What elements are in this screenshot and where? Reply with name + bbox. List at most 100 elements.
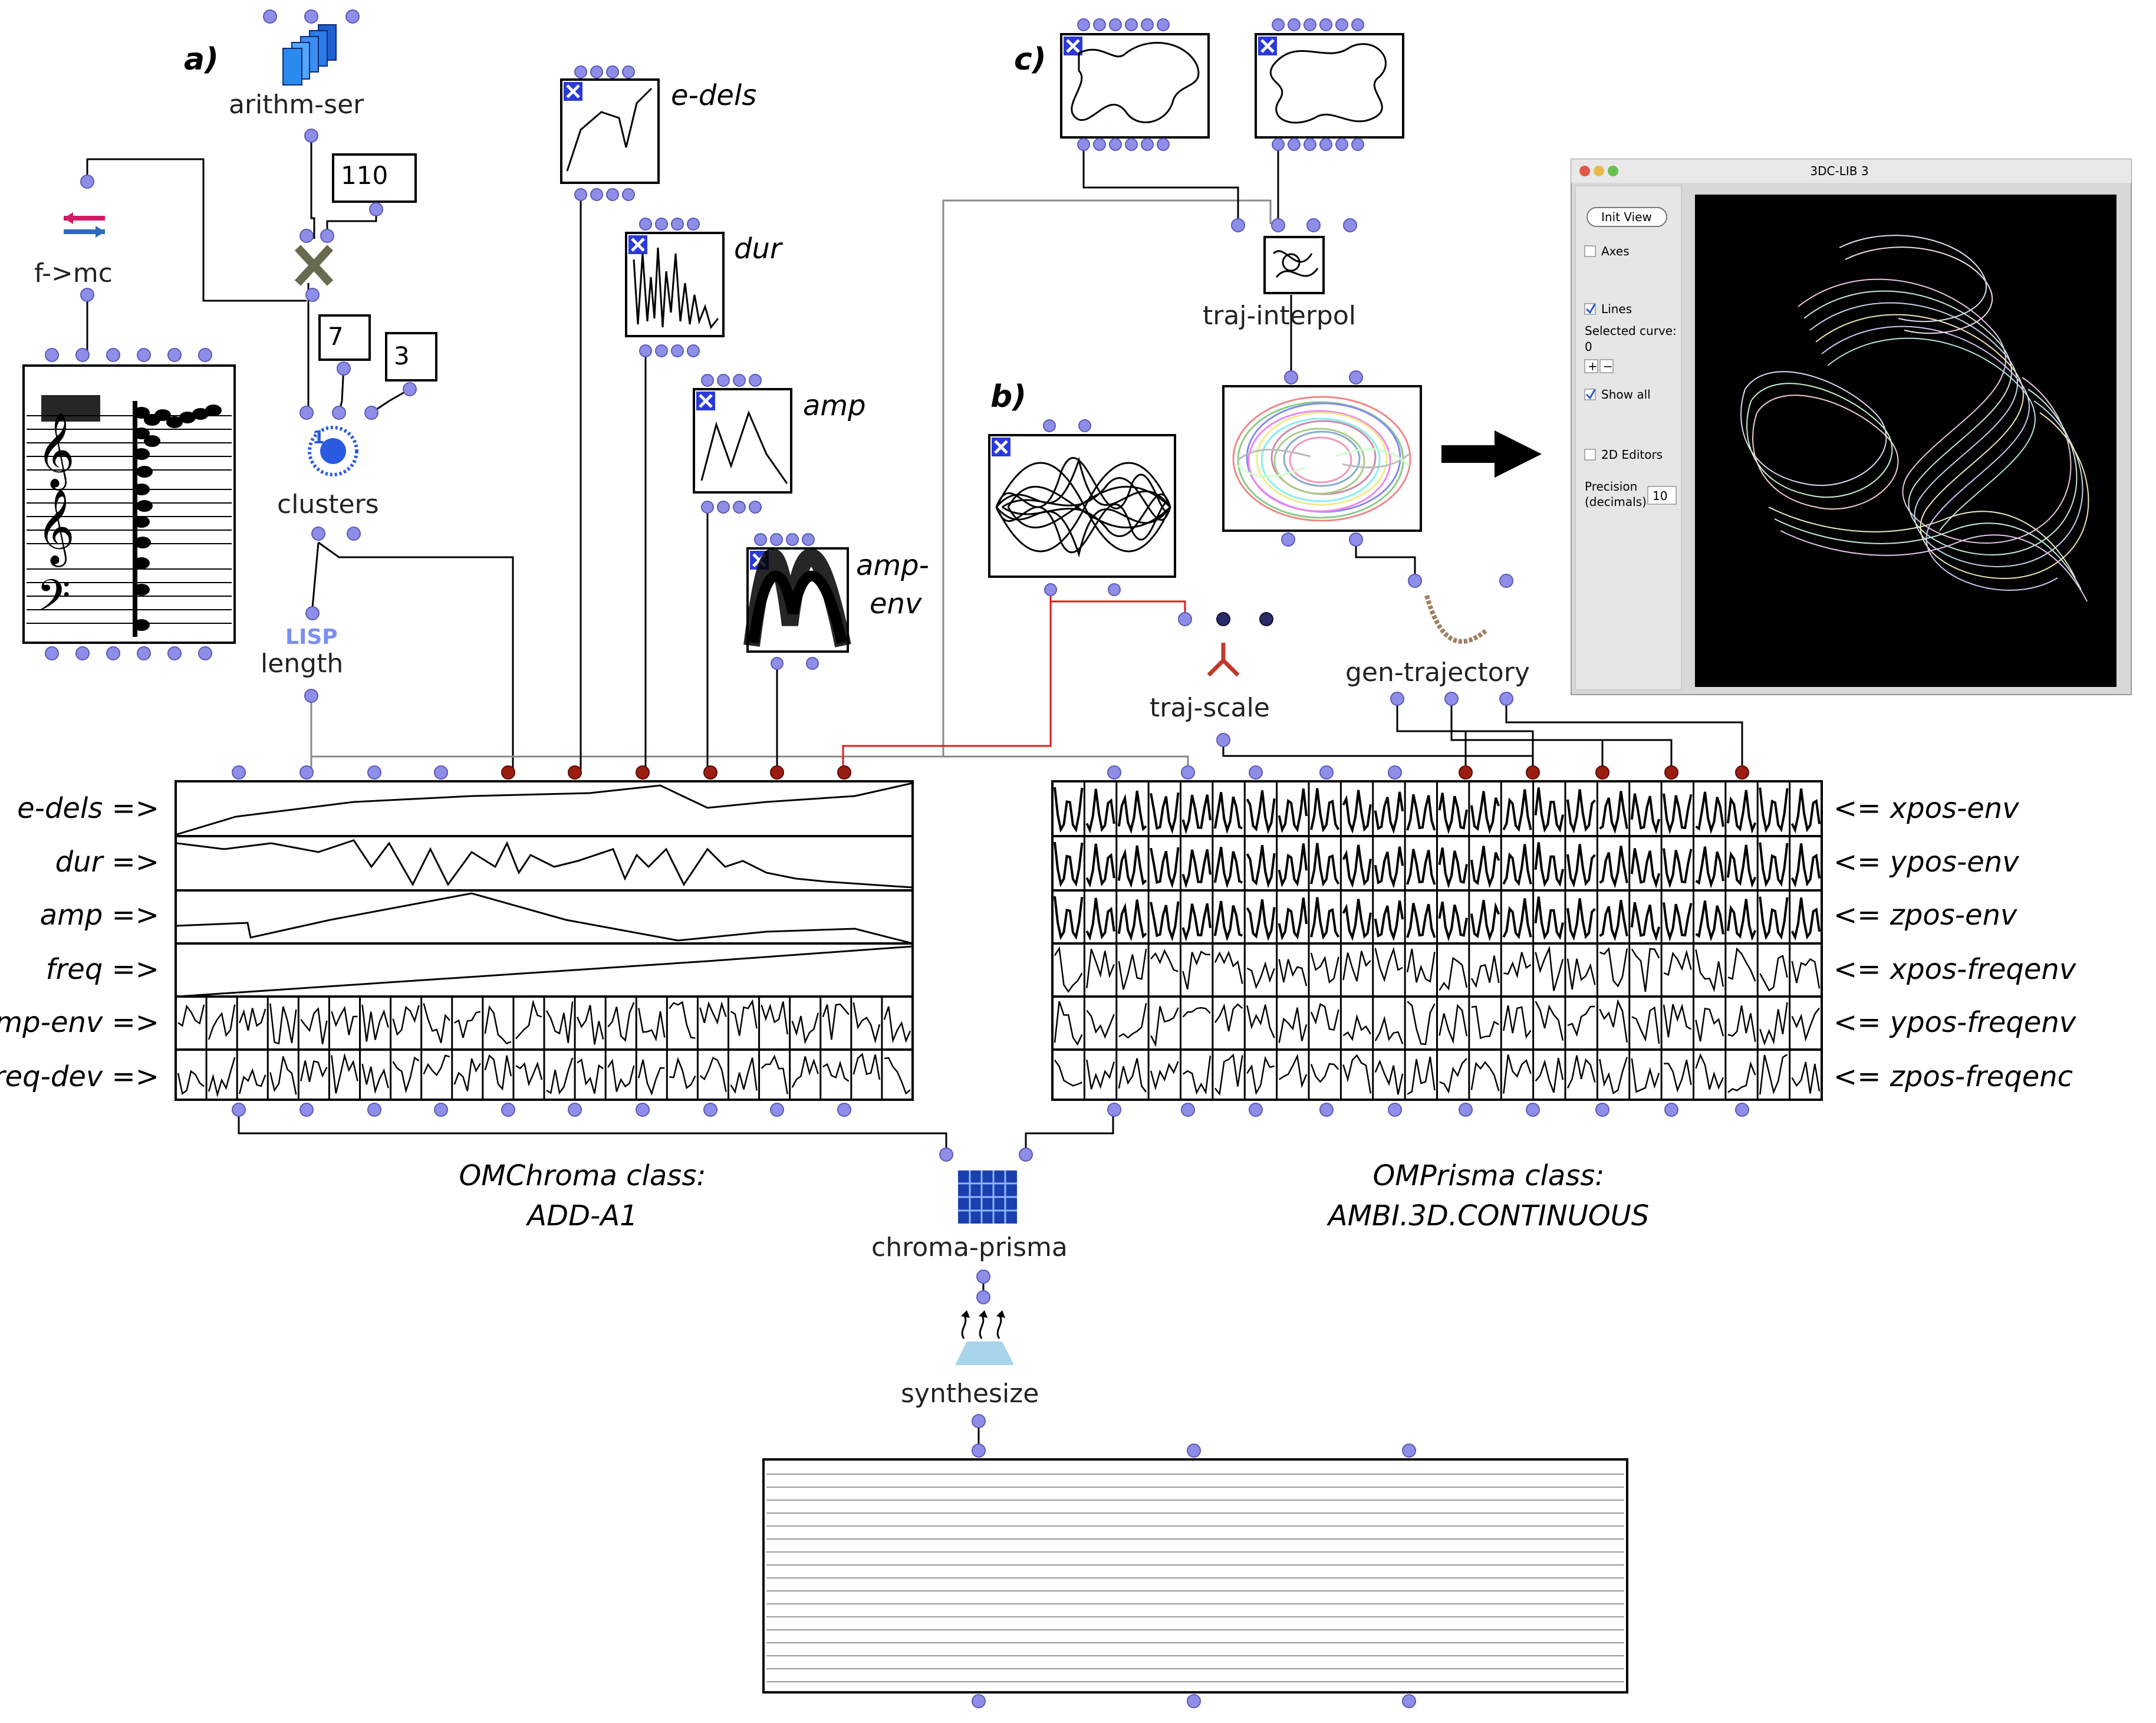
- row-label-xpos-env: <= xpos-env: [1834, 792, 2019, 825]
- amp-env-bpf[interactable]: amp- env: [743, 533, 929, 670]
- omchroma-class-label: OMChroma class:: [459, 1159, 706, 1192]
- row-label-dur: dur =>: [55, 846, 159, 879]
- close-icon[interactable]: [564, 82, 582, 101]
- minus-label: −: [1603, 359, 1613, 373]
- precision-label-1: Precision: [1585, 479, 1637, 494]
- chroma-prisma-box[interactable]: chroma-prisma: [871, 1147, 1068, 1284]
- precision-input[interactable]: 10: [1647, 486, 1677, 505]
- close-icon[interactable]: [628, 235, 647, 254]
- axes-checkbox[interactable]: Axes: [1584, 244, 1630, 258]
- row-label-freq-dev: freq-dev =>: [0, 1060, 159, 1093]
- traj-interpol-box[interactable]: traj-interpol: [1203, 218, 1363, 384]
- wire-chroma-to-cp: [238, 1109, 947, 1153]
- e-dels-bpf[interactable]: e-dels: [560, 65, 756, 201]
- close-icon[interactable]: [1258, 37, 1277, 55]
- close-icon[interactable]: [992, 438, 1010, 456]
- arithm-ser-box[interactable]: arithm-ser: [229, 9, 364, 143]
- wire-length-to-prisma: [311, 755, 1189, 770]
- wire-prisma-to-cp: [1025, 1109, 1114, 1153]
- trajectory-icon: [1424, 594, 1487, 644]
- 3dc-lib-window[interactable]: 3DC-LIB 3 Init View Axes Lines Selected …: [1571, 159, 2132, 695]
- row-label-xpos-freqenv: <= xpos-freqenv: [1834, 953, 2076, 986]
- left-row-labels: e-dels => dur => amp => freq => amp-env …: [0, 792, 159, 1093]
- zoom-window-icon[interactable]: [1608, 166, 1618, 176]
- 3d-view[interactable]: [1695, 195, 2116, 687]
- wire-c1-to-interp: [1082, 144, 1239, 224]
- row-label-zpos-freqenc: <= zpos-freqenc: [1834, 1060, 2073, 1093]
- show-all-label: Show all: [1601, 387, 1651, 402]
- synthesize-label: synthesize: [901, 1379, 1039, 1409]
- wire-3-to-clusters: [371, 388, 410, 414]
- omprisma-class-label: OMPrisma class:: [1373, 1159, 1605, 1192]
- c-bpc-editor-2[interactable]: [1255, 18, 1404, 151]
- axes-label: Axes: [1601, 244, 1630, 258]
- lines-label: Lines: [1601, 302, 1632, 316]
- show-all-checkbox[interactable]: Show all: [1584, 387, 1651, 402]
- row-label-e-dels: e-dels =>: [17, 792, 159, 825]
- omchroma-add-a1-editor[interactable]: [175, 765, 914, 1117]
- selected-curve-value: 0: [1585, 340, 1592, 354]
- f-mc-box[interactable]: f->mc: [34, 175, 113, 302]
- clusters-box[interactable]: 1 clusters: [277, 406, 379, 541]
- 3dc-lib-editor[interactable]: [1222, 385, 1422, 547]
- c-bpc-editor-1[interactable]: [1060, 18, 1210, 151]
- label-c: c): [1014, 42, 1046, 77]
- wire-editor-to-gen: [1355, 540, 1416, 581]
- amp-bpf[interactable]: amp: [693, 374, 866, 514]
- selected-curve-label: Selected curve:: [1585, 324, 1677, 338]
- 2d-editors-checkbox[interactable]: 2D Editors: [1584, 448, 1663, 462]
- omprisma-ambi3d-editor[interactable]: [1051, 765, 1823, 1117]
- close-icon[interactable]: [696, 392, 715, 410]
- chord-seq-editor[interactable]: 𝄞 𝄞 𝄢: [22, 348, 236, 660]
- close-window-icon[interactable]: [1579, 166, 1590, 176]
- close-icon[interactable]: [1064, 37, 1082, 55]
- treble-clef-icon: 𝄞 𝄞 𝄢: [37, 412, 75, 632]
- wire-clusters-to-editor: [318, 541, 514, 770]
- omchroma-class-name: ADD-A1: [525, 1199, 637, 1232]
- row-label-ypos-freqenv: <= ypos-freqenv: [1834, 1006, 2076, 1039]
- number-7: 7: [328, 322, 344, 351]
- traj-interpol-label: traj-interpol: [1203, 301, 1356, 331]
- number-box-3[interactable]: 3: [385, 332, 437, 396]
- wire-b-to-trajscale: [1051, 600, 1186, 619]
- f-mc-label: f->mc: [34, 258, 113, 288]
- init-view-label: Init View: [1601, 210, 1652, 224]
- number-3: 3: [394, 341, 410, 370]
- minus-button[interactable]: −: [1599, 359, 1614, 373]
- traj-scale-box[interactable]: traj-scale: [1150, 612, 1273, 747]
- init-view-button[interactable]: Init View: [1586, 207, 1667, 227]
- lines-checkbox[interactable]: Lines: [1584, 302, 1632, 316]
- row-label-amp: amp =>: [40, 899, 159, 932]
- precision-value: 10: [1653, 489, 1667, 503]
- wire-arithm-to-mult: [310, 136, 315, 239]
- lisp-badge: LISP: [285, 625, 338, 649]
- note-cluster: [41, 395, 222, 637]
- multiply-box[interactable]: [294, 229, 334, 302]
- b-bpf-lib[interactable]: [988, 419, 1176, 596]
- label-b: b): [990, 379, 1026, 415]
- plus-label: +: [1588, 359, 1598, 373]
- synthesize-box[interactable]: synthesize: [901, 1290, 1039, 1428]
- amp-env-label-1: amp-: [856, 549, 929, 582]
- svg-text:𝄞: 𝄞: [37, 412, 75, 491]
- omprisma-class-name: AMBI.3D.CONTINUOUS: [1326, 1199, 1649, 1232]
- minimize-window-icon[interactable]: [1594, 166, 1604, 176]
- number-box-110[interactable]: 110: [332, 153, 417, 216]
- amp-label: amp: [803, 389, 866, 422]
- sound-editor[interactable]: [762, 1443, 1628, 1708]
- arrows-icon: [64, 212, 105, 238]
- interpol-icon: [1272, 250, 1319, 278]
- dur-bpf[interactable]: dur: [625, 218, 784, 357]
- e-dels-label: e-dels: [671, 79, 756, 112]
- gen-trajectory-box[interactable]: gen-trajectory: [1345, 574, 1530, 706]
- number-box-7[interactable]: 7: [318, 314, 371, 376]
- clusters-label: clusters: [277, 489, 379, 519]
- row-label-freq: freq =>: [46, 953, 159, 986]
- row-label-zpos-env: <= zpos-env: [1834, 899, 2017, 932]
- length-box[interactable]: LISP length: [261, 606, 343, 703]
- arrow-right-icon: [1441, 430, 1542, 478]
- wire-gen-3: [1505, 696, 1743, 770]
- plus-button[interactable]: +: [1584, 359, 1598, 373]
- precision-label-2: (decimals): [1585, 495, 1647, 509]
